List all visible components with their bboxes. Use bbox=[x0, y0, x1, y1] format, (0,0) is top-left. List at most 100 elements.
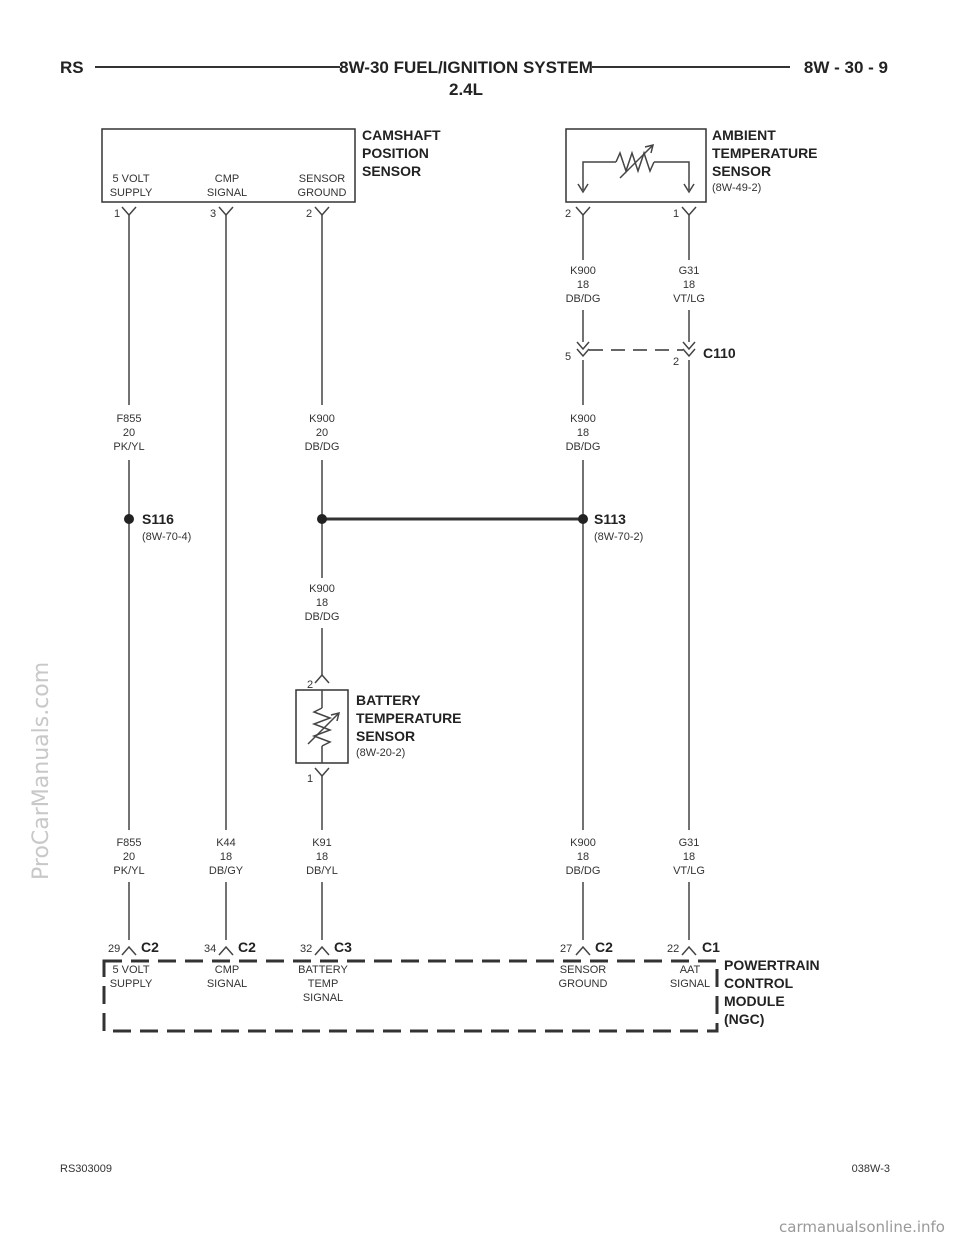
pcm-pin-labels: 5 VOLT SUPPLY CMP SIGNAL BATTERY TEMP SI… bbox=[110, 964, 710, 1004]
cam-pin1-label-1: 5 VOLT bbox=[112, 173, 149, 185]
header-subtitle: 2.4L bbox=[449, 80, 483, 99]
svg-text:SIGNAL: SIGNAL bbox=[207, 978, 247, 990]
svg-text:F855: F855 bbox=[116, 413, 141, 425]
svg-text:20: 20 bbox=[316, 427, 328, 439]
cam-pin1-label-2: SUPPLY bbox=[110, 187, 153, 199]
header-left: RS bbox=[60, 58, 84, 77]
wire-label-k900-c110: K900 18 DB/DG bbox=[566, 413, 601, 453]
battery-sensor-ref: (8W-20-2) bbox=[356, 747, 405, 759]
svg-text:F855: F855 bbox=[116, 837, 141, 849]
pcm-pin-29: 29 C2 bbox=[108, 939, 159, 956]
svg-text:C3: C3 bbox=[334, 939, 352, 955]
pcm-name-2: CONTROL bbox=[724, 975, 794, 991]
svg-text:20: 20 bbox=[123, 851, 135, 863]
pcm-pin-22: 22 C1 bbox=[667, 939, 720, 956]
cam-pin2-chevron bbox=[314, 206, 330, 217]
svg-text:34: 34 bbox=[204, 943, 216, 955]
footer-left: RS303009 bbox=[60, 1163, 112, 1175]
wire-label-k900-amb: K900 18 DB/DG bbox=[566, 265, 601, 305]
amb-pin2-chevron bbox=[575, 206, 591, 217]
side-watermark: ProCarManuals.com bbox=[29, 662, 54, 880]
ambient-sensor-name-2: TEMPERATURE bbox=[712, 145, 818, 161]
wire-label-k44: K44 18 DB/GY bbox=[209, 837, 244, 877]
svg-text:CMP: CMP bbox=[215, 964, 239, 976]
svg-text:SIGNAL: SIGNAL bbox=[670, 978, 710, 990]
svg-text:C1: C1 bbox=[702, 939, 720, 955]
ambient-sensor-name-1: AMBIENT bbox=[712, 127, 776, 143]
camshaft-sensor-name-2: POSITION bbox=[362, 145, 429, 161]
header-title: 8W-30 FUEL/IGNITION SYSTEM bbox=[339, 58, 593, 77]
svg-text:GROUND: GROUND bbox=[559, 978, 608, 990]
batt-pin-bottom: 1 bbox=[307, 773, 313, 785]
svg-text:32: 32 bbox=[300, 943, 312, 955]
wire-label-g31-bot: G31 18 VT/LG bbox=[673, 837, 705, 877]
batt-pin-top: 2 bbox=[307, 679, 313, 691]
battery-sensor-name-3: SENSOR bbox=[356, 728, 415, 744]
amb-pin1-num: 1 bbox=[673, 208, 679, 220]
svg-text:29: 29 bbox=[108, 943, 120, 955]
svg-text:SENSOR: SENSOR bbox=[560, 964, 607, 976]
svg-text:PK/YL: PK/YL bbox=[113, 865, 144, 877]
svg-text:K900: K900 bbox=[570, 837, 596, 849]
svg-text:20: 20 bbox=[123, 427, 135, 439]
svg-text:VT/LG: VT/LG bbox=[673, 865, 705, 877]
c110-pin-left: 5 bbox=[565, 351, 571, 363]
svg-text:C2: C2 bbox=[595, 939, 613, 955]
svg-text:G31: G31 bbox=[679, 265, 700, 277]
svg-text:18: 18 bbox=[683, 279, 695, 291]
svg-text:C2: C2 bbox=[141, 939, 159, 955]
ambient-sensor-ref: (8W-49-2) bbox=[712, 182, 761, 194]
svg-text:5 VOLT: 5 VOLT bbox=[112, 964, 149, 976]
battery-thermistor bbox=[311, 707, 333, 747]
battery-sensor-name-1: BATTERY bbox=[356, 692, 421, 708]
cam-pin3-label-1: CMP bbox=[215, 173, 239, 185]
svg-text:DB/DG: DB/DG bbox=[566, 865, 601, 877]
svg-text:18: 18 bbox=[577, 279, 589, 291]
svg-text:DB/DG: DB/DG bbox=[566, 293, 601, 305]
bottom-watermark: carmanualsonline.info bbox=[779, 1218, 945, 1236]
svg-text:K91: K91 bbox=[312, 837, 332, 849]
splice-s116-ref: (8W-70-4) bbox=[142, 531, 191, 543]
svg-text:TEMP: TEMP bbox=[308, 978, 339, 990]
svg-text:DB/GY: DB/GY bbox=[209, 865, 244, 877]
svg-text:DB/DG: DB/DG bbox=[566, 441, 601, 453]
pcm-name-1: POWERTRAIN bbox=[724, 957, 820, 973]
svg-text:BATTERY: BATTERY bbox=[298, 964, 348, 976]
svg-text:DB/YL: DB/YL bbox=[306, 865, 338, 877]
wire-label-k900-batt: K900 18 DB/DG bbox=[305, 583, 340, 623]
svg-text:22: 22 bbox=[667, 943, 679, 955]
pcm-box bbox=[102, 959, 719, 1033]
ambient-sensor-name-3: SENSOR bbox=[712, 163, 771, 179]
svg-text:18: 18 bbox=[316, 851, 328, 863]
cam-pin2-label-1: SENSOR bbox=[299, 173, 346, 185]
svg-text:K44: K44 bbox=[216, 837, 236, 849]
footer-right: 038W-3 bbox=[852, 1163, 890, 1175]
wire-label-k900-bot: K900 18 DB/DG bbox=[566, 837, 601, 877]
svg-text:18: 18 bbox=[577, 851, 589, 863]
svg-text:G31: G31 bbox=[679, 837, 700, 849]
amb-pin2-num: 2 bbox=[565, 208, 571, 220]
camshaft-sensor-name-1: CAMSHAFT bbox=[362, 127, 441, 143]
pcm-pin-32: 32 C3 bbox=[300, 939, 352, 956]
splice-s113-ref: (8W-70-2) bbox=[594, 531, 643, 543]
splice-s116-dot bbox=[124, 514, 134, 524]
splice-s113-name: S113 bbox=[594, 511, 626, 527]
svg-text:SUPPLY: SUPPLY bbox=[110, 978, 153, 990]
svg-text:AAT: AAT bbox=[680, 964, 701, 976]
pcm-name-3: MODULE bbox=[724, 993, 785, 1009]
camshaft-sensor-box bbox=[101, 128, 356, 203]
svg-text:SIGNAL: SIGNAL bbox=[303, 992, 343, 1004]
wire-label-f855-top: F855 20 PK/YL bbox=[113, 413, 144, 453]
cam-pin1-chevron bbox=[121, 206, 137, 217]
svg-text:C2: C2 bbox=[238, 939, 256, 955]
svg-text:VT/LG: VT/LG bbox=[673, 293, 705, 305]
cam-pin1-num: 1 bbox=[114, 208, 120, 220]
battery-sensor-name-2: TEMPERATURE bbox=[356, 710, 462, 726]
pcm-name-4: (NGC) bbox=[724, 1011, 764, 1027]
splice-junction-dot bbox=[317, 514, 327, 524]
svg-text:K900: K900 bbox=[309, 583, 335, 595]
batt-pin-top-chevron bbox=[314, 673, 330, 684]
svg-text:DB/DG: DB/DG bbox=[305, 441, 340, 453]
splice-s113-dot bbox=[578, 514, 588, 524]
svg-text:DB/DG: DB/DG bbox=[305, 611, 340, 623]
